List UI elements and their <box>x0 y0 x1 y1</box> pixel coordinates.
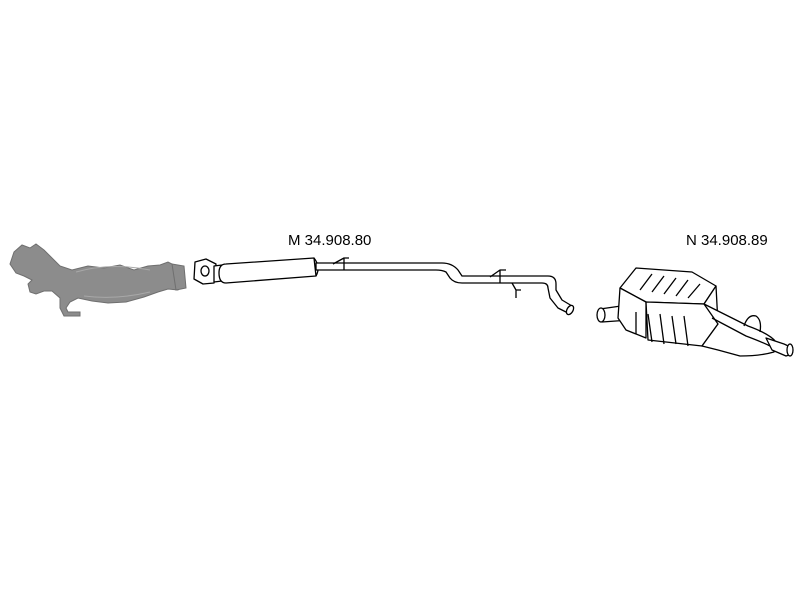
rear-silencer-tail <box>701 303 777 357</box>
hanger-bracket-1 <box>332 257 349 270</box>
hanger-bracket-3 <box>511 282 521 298</box>
middle-pipe-part-number: M 34.908.80 <box>288 232 371 249</box>
rear-silencer-inlet-end <box>596 307 606 323</box>
catalytic-converter-highlight <box>75 265 151 298</box>
catalytic-converter <box>9 243 187 317</box>
rear-silencer-top-ribs <box>639 273 701 299</box>
rear-silencer-tail-ridge <box>711 317 771 347</box>
centre-silencer-body <box>218 257 317 284</box>
hanger-bracket-2 <box>489 269 506 283</box>
rear-silencer-outlet-end <box>786 343 794 357</box>
catalytic-converter-body <box>9 243 185 317</box>
rear-silencer-part-number: N 34.908.89 <box>686 232 768 249</box>
middle-pipe-assembly <box>193 257 575 316</box>
catalytic-converter-flange <box>171 263 187 291</box>
rear-silencer-hanger <box>743 315 762 333</box>
middle-pipe-tube <box>315 262 573 315</box>
middle-pipe-outlet-end <box>565 304 575 316</box>
rear-silencer-assembly <box>596 267 794 357</box>
middle-pipe-flange-hole <box>200 265 210 277</box>
rear-silencer-side-ribs <box>635 312 689 347</box>
